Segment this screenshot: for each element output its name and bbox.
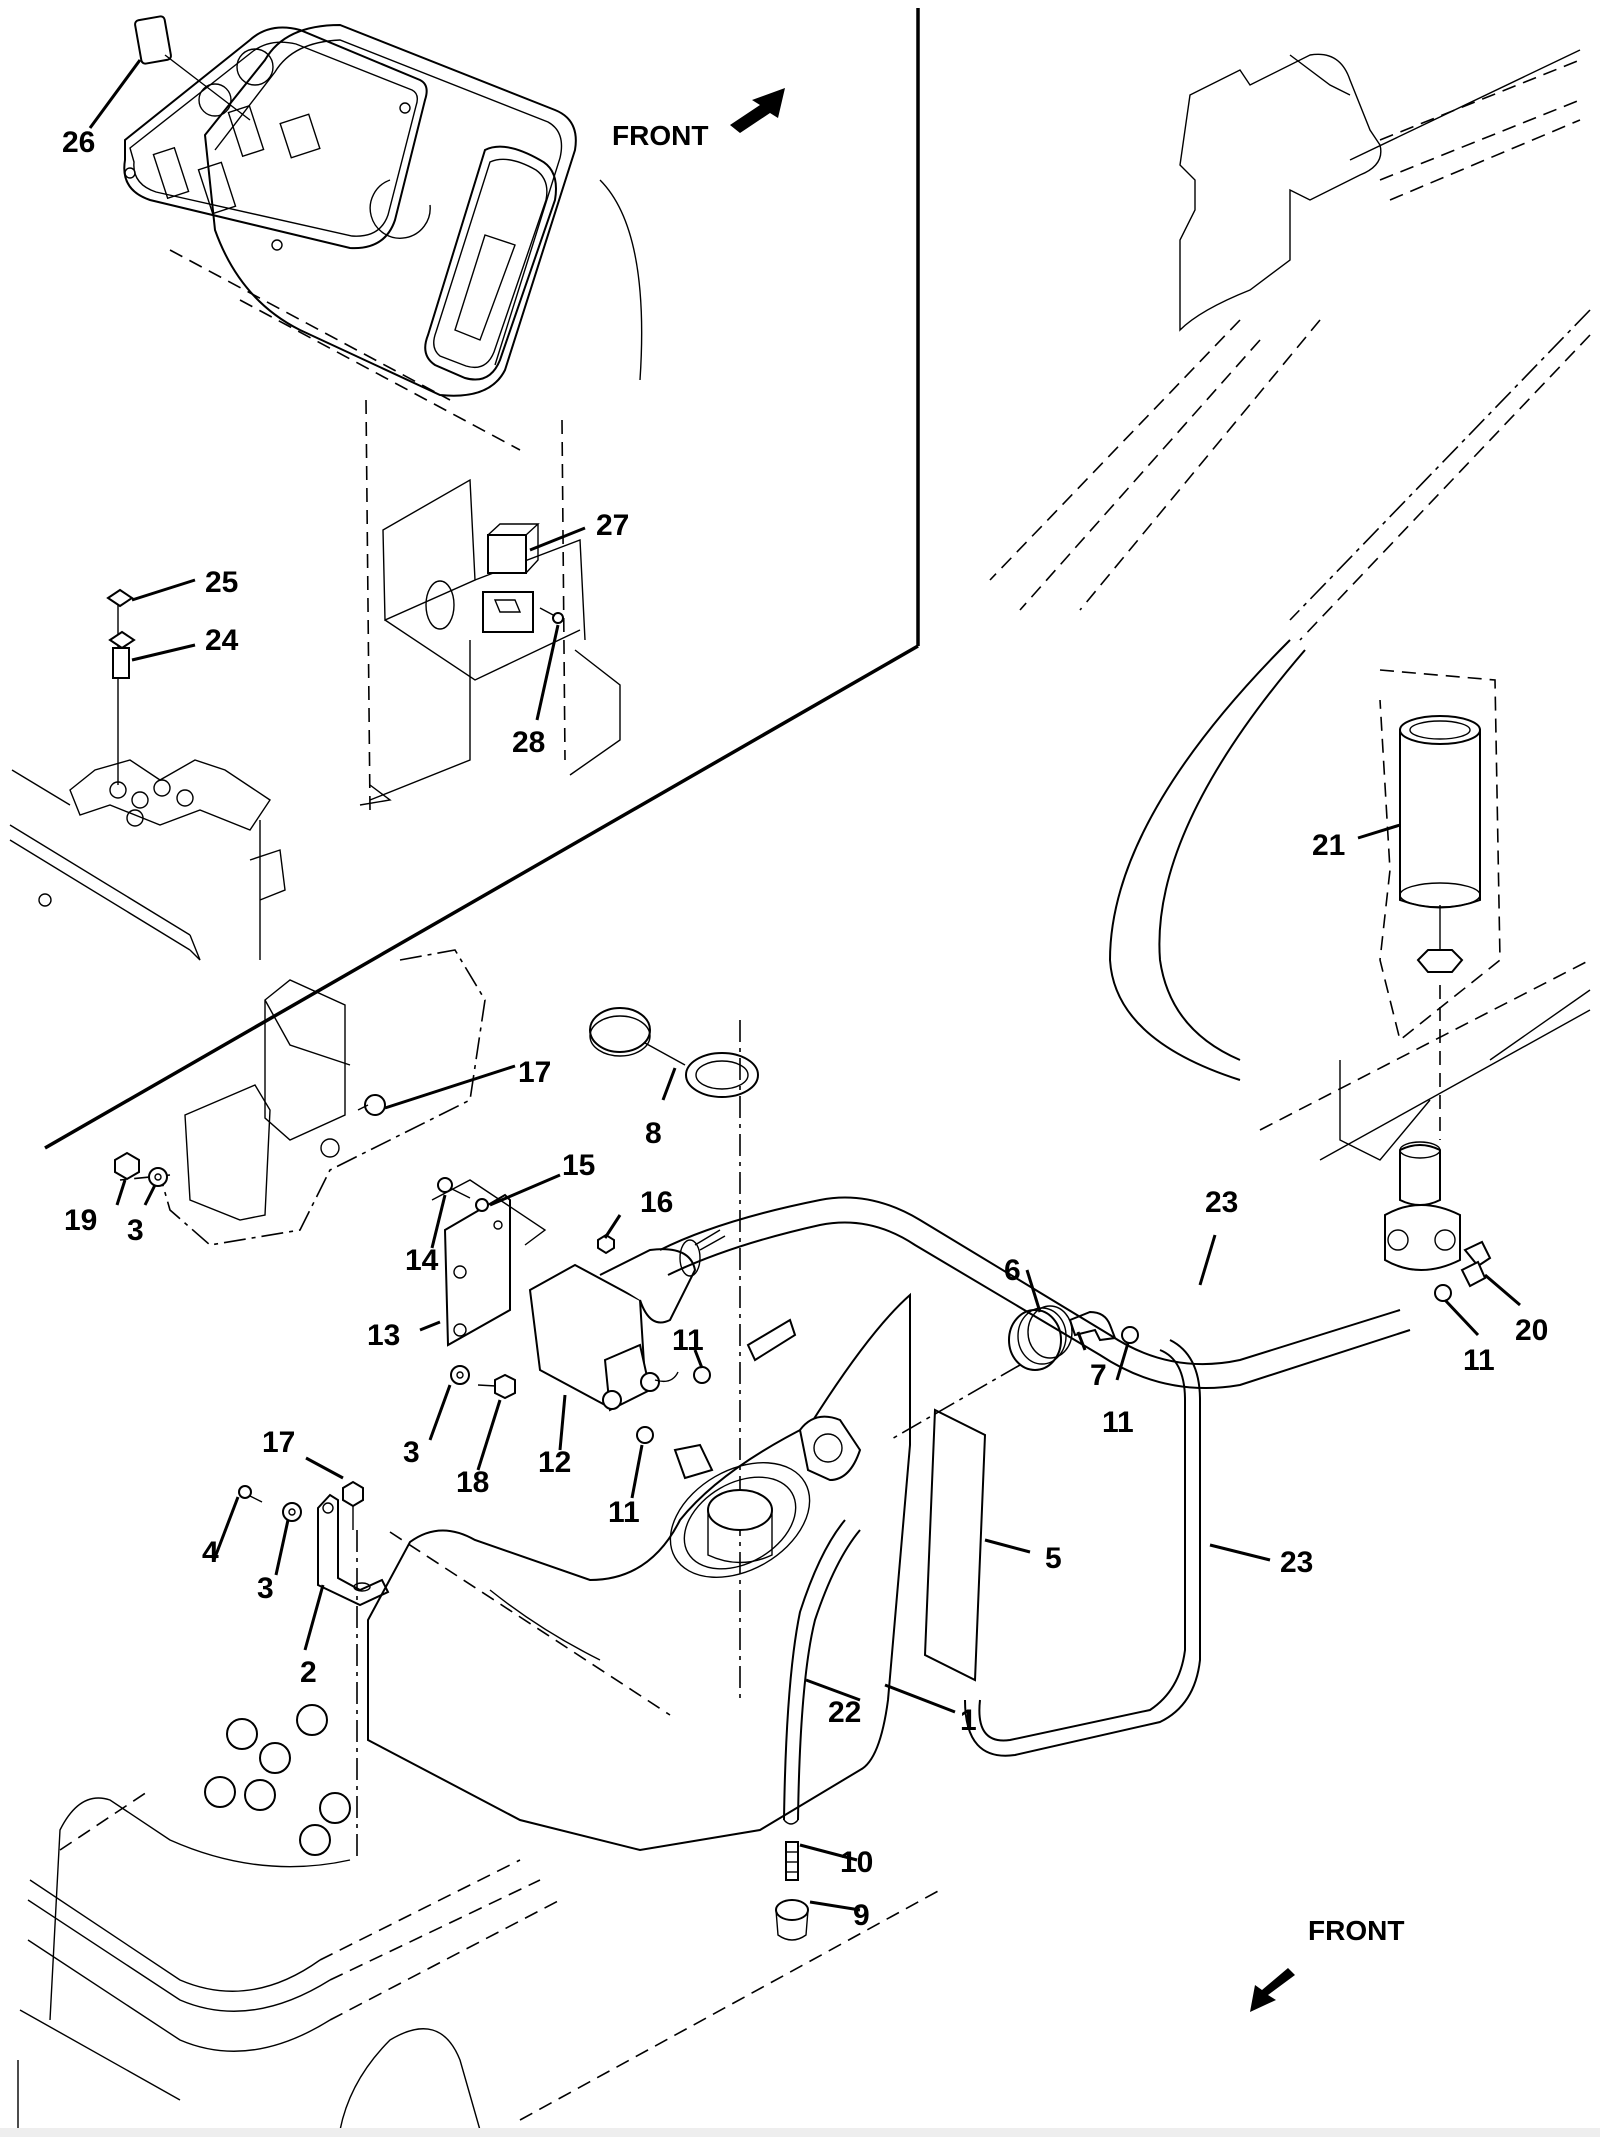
callout-12: 12 bbox=[538, 1446, 571, 1479]
callout-18: 18 bbox=[456, 1466, 489, 1499]
callout-16: 16 bbox=[640, 1186, 673, 1219]
callout-3: 3 bbox=[257, 1572, 274, 1605]
callout-9: 9 bbox=[853, 1899, 870, 1932]
elbow-part-7 bbox=[1068, 1310, 1117, 1342]
clamp-part-11d bbox=[1434, 1284, 1452, 1302]
buttons-cluster bbox=[204, 1704, 351, 1856]
washer-part-15 bbox=[475, 1198, 489, 1212]
hose-part-23 bbox=[659, 1196, 1411, 1757]
relay-part-27 bbox=[482, 523, 540, 633]
clamp-part-11b bbox=[636, 1426, 654, 1444]
callout-7: 7 bbox=[1090, 1359, 1107, 1392]
bracket-part-2 bbox=[317, 1493, 390, 1607]
console-bracket bbox=[359, 399, 621, 811]
fitting-part-20 bbox=[1460, 1240, 1492, 1288]
callout-labels: 26 27 28 25 24 17 8 19 3 15 16 14 13 11 … bbox=[62, 126, 1548, 1932]
machine-base bbox=[17, 1789, 941, 2131]
callout-4: 4 bbox=[202, 1536, 219, 1569]
grommet-part-6 bbox=[889, 1305, 1073, 1441]
callout-17: 17 bbox=[518, 1056, 551, 1089]
callout-27: 27 bbox=[596, 509, 629, 542]
lamp-part-25 bbox=[106, 588, 134, 608]
callout-23: 23 bbox=[1280, 1546, 1313, 1579]
callout-1: 1 bbox=[960, 1704, 977, 1737]
tube-part-22 bbox=[783, 1519, 861, 1825]
callout-28: 28 bbox=[512, 726, 545, 759]
washer-part-3b bbox=[450, 1365, 470, 1385]
machine-frame bbox=[989, 49, 1591, 1161]
front-label-bottom: FRONT bbox=[1308, 1915, 1404, 1946]
screw-part-4 bbox=[238, 1485, 263, 1503]
callout-3: 3 bbox=[127, 1214, 144, 1247]
pump-mount-bracket bbox=[119, 949, 486, 1246]
socket-part-24 bbox=[108, 630, 136, 679]
screw-part-28 bbox=[539, 607, 564, 624]
inset-frame bbox=[44, 8, 920, 1150]
tank-part-1 bbox=[367, 1292, 911, 1852]
switch-part-26 bbox=[134, 15, 251, 121]
clamp-part-11c bbox=[1121, 1326, 1139, 1344]
pump-part-12 bbox=[528, 1229, 726, 1412]
callout-leaders bbox=[88, 59, 1521, 1912]
front-indicator-bottom: FRONT bbox=[1250, 1915, 1404, 2012]
callout-23: 23 bbox=[1205, 1186, 1238, 1219]
bolt-part-17b bbox=[342, 1480, 364, 1530]
callout-24: 24 bbox=[205, 624, 239, 657]
washer-part-3a bbox=[148, 1167, 168, 1187]
valve-fitting bbox=[1384, 1141, 1461, 1271]
fitting-part-10 bbox=[785, 1841, 799, 1881]
callout-11: 11 bbox=[1463, 1344, 1495, 1377]
callout-11: 11 bbox=[672, 1324, 704, 1357]
callout-5: 5 bbox=[1045, 1542, 1062, 1575]
callout-8: 8 bbox=[645, 1117, 662, 1150]
pad-part-5 bbox=[923, 1408, 987, 1682]
cylinder-part-21 bbox=[1399, 715, 1481, 1140]
front-indicator-top: FRONT bbox=[612, 88, 785, 151]
bolt-part-17a bbox=[357, 1094, 386, 1116]
nut-part-19 bbox=[114, 1151, 140, 1181]
bolt-part-18 bbox=[477, 1373, 516, 1400]
cap-part-8 bbox=[589, 1007, 759, 1098]
screw-part-14 bbox=[437, 1177, 471, 1199]
callout-20: 20 bbox=[1515, 1314, 1548, 1347]
callout-2: 2 bbox=[300, 1656, 317, 1689]
callout-21: 21 bbox=[1312, 829, 1345, 862]
callout-26: 26 bbox=[62, 126, 95, 159]
plug-part-9 bbox=[775, 1899, 809, 1941]
callout-6: 6 bbox=[1004, 1254, 1021, 1287]
dashboard-panel bbox=[123, 23, 643, 451]
callout-13: 13 bbox=[367, 1319, 400, 1352]
arrow-up-right-icon bbox=[730, 88, 785, 133]
callout-22: 22 bbox=[828, 1696, 861, 1729]
hose-stub bbox=[673, 1318, 797, 1480]
callout-17: 17 bbox=[262, 1426, 295, 1459]
callout-25: 25 bbox=[205, 566, 238, 599]
bottom-edge-bar bbox=[0, 2128, 1600, 2137]
switch-bracket bbox=[9, 600, 286, 961]
callout-19: 19 bbox=[64, 1204, 97, 1237]
callout-11: 11 bbox=[608, 1496, 640, 1529]
callout-15: 15 bbox=[562, 1149, 595, 1182]
front-label-top: FRONT bbox=[612, 120, 708, 151]
arrow-down-left-icon bbox=[1250, 1968, 1295, 2012]
callout-11: 11 bbox=[1102, 1406, 1134, 1439]
callout-10: 10 bbox=[840, 1846, 873, 1879]
clamp-part-11a bbox=[693, 1366, 711, 1384]
callout-3: 3 bbox=[403, 1436, 420, 1469]
callout-14: 14 bbox=[405, 1244, 439, 1277]
plate-part-13 bbox=[431, 1179, 547, 1347]
washer-part-3c bbox=[282, 1502, 302, 1522]
